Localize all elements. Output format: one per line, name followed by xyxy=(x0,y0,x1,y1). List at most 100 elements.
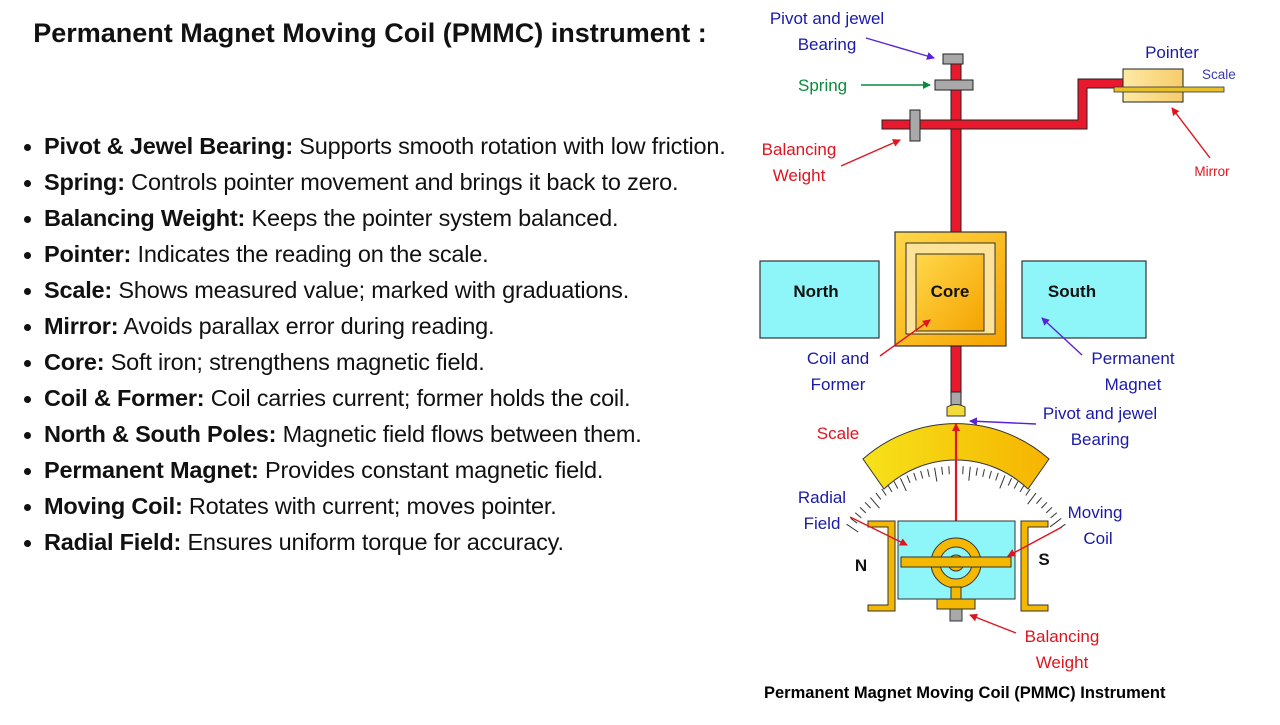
scale-tick xyxy=(1026,489,1030,496)
shaft-lower xyxy=(951,346,961,394)
scale-tick xyxy=(983,469,985,477)
scale-tick xyxy=(996,473,999,481)
label-pointer: Pointer xyxy=(1145,43,1199,62)
coil-base xyxy=(937,599,975,609)
label-pivot-top-1: Pivot and jewel xyxy=(770,9,884,28)
list-item-term: Pointer: xyxy=(44,241,131,267)
scale-tick xyxy=(1028,493,1036,504)
diagram-caption: Permanent Magnet Moving Coil (PMMC) Inst… xyxy=(764,684,1166,703)
list-item: Spring: Controls pointer movement and br… xyxy=(44,164,774,200)
list-item-desc: Controls pointer movement and brings it … xyxy=(125,169,678,195)
list-item-term: Coil & Former: xyxy=(44,385,204,411)
list-item-term: Radial Field: xyxy=(44,529,181,555)
arrow-mirror xyxy=(1172,108,1210,158)
label-coil-former-1: Coil and xyxy=(807,349,869,368)
list-item-desc: Ensures uniform torque for accuracy. xyxy=(181,529,564,555)
list-item: Pointer: Indicates the reading on the sc… xyxy=(44,236,774,272)
list-item-term: Balancing Weight: xyxy=(44,205,245,231)
pivot-bearing-bottom xyxy=(947,405,965,417)
scale-tick xyxy=(865,502,871,508)
list-item: Scale: Shows measured value; marked with… xyxy=(44,272,774,308)
pivot-bearing-top xyxy=(943,54,963,64)
scale-tick xyxy=(921,471,923,479)
label-radial-2: Field xyxy=(804,514,841,533)
list-item-desc: Shows measured value; marked with gradua… xyxy=(112,277,629,303)
list-item-desc: Indicates the reading on the scale. xyxy=(131,241,488,267)
balancing-weight-top xyxy=(910,110,920,141)
scale-tick xyxy=(989,471,991,479)
list-item: Coil & Former: Coil carries current; for… xyxy=(44,380,774,416)
arrow-balancing-top xyxy=(841,140,900,166)
list-item-desc: Provides constant magnetic field. xyxy=(259,457,604,483)
label-moving-coil-2: Coil xyxy=(1083,529,1112,548)
list-item-desc: Soft iron; strengthens magnetic field. xyxy=(104,349,484,375)
list-item-term: North & South Poles: xyxy=(44,421,276,447)
scale-tick xyxy=(907,475,910,482)
scale-tick xyxy=(1008,478,1011,485)
list-item: Permanent Magnet: Provides constant magn… xyxy=(44,452,774,488)
scale-tick xyxy=(1041,502,1047,508)
scale-tick xyxy=(1000,475,1005,488)
component-list: Pivot & Jewel Bearing: Supports smooth r… xyxy=(20,128,774,560)
arrow-pivot-bottom xyxy=(970,421,1036,424)
list-item-term: Pivot & Jewel Bearing: xyxy=(44,133,293,159)
coil-stem xyxy=(951,587,961,599)
label-balancing-top-2: Weight xyxy=(773,166,826,185)
scale-strip xyxy=(1114,87,1224,92)
scale-tick xyxy=(914,473,917,481)
list-item-term: Spring: xyxy=(44,169,125,195)
label-perm-magnet-2: Magnet xyxy=(1105,375,1162,394)
list-item-desc: Magnetic field flows between them. xyxy=(276,421,641,447)
label-balancing-bottom-2: Weight xyxy=(1036,653,1089,672)
arrow-pivot-top xyxy=(866,38,934,58)
scale-tick xyxy=(935,468,937,482)
label-scale-small: Scale xyxy=(1202,67,1236,82)
scale-tick xyxy=(847,524,859,532)
scale-tick xyxy=(1050,518,1061,526)
list-item-desc: Coil carries current; former holds the c… xyxy=(204,385,630,411)
list-item-term: Mirror: xyxy=(44,313,118,339)
list-item-desc: Avoids parallax error during reading. xyxy=(118,313,494,339)
scale-tick xyxy=(976,468,977,476)
label-mirror: Mirror xyxy=(1194,164,1230,179)
text-panel: Permanent Magnet Moving Coil (PMMC) inst… xyxy=(0,0,750,720)
list-item: Balancing Weight: Keeps the pointer syst… xyxy=(44,200,774,236)
label-s: S xyxy=(1038,550,1049,569)
label-spring: Spring xyxy=(798,76,847,95)
balancing-weight-bottom xyxy=(950,609,962,621)
label-south: South xyxy=(1048,282,1096,301)
list-item: Pivot & Jewel Bearing: Supports smooth r… xyxy=(44,128,774,164)
scale-tick xyxy=(1014,481,1018,488)
list-item-desc: Keeps the pointer system balanced. xyxy=(245,205,618,231)
scale-tick xyxy=(860,507,866,512)
label-n: N xyxy=(855,556,867,575)
scale-tick xyxy=(900,478,906,491)
list-item: Mirror: Avoids parallax error during rea… xyxy=(44,308,774,344)
scale-tick xyxy=(1020,485,1024,492)
scale-tick xyxy=(870,498,879,509)
list-item-desc: Supports smooth rotation with low fricti… xyxy=(293,133,726,159)
pmmc-diagram-svg: Pivot and jewel Bearing Spring Balancing… xyxy=(750,0,1280,720)
pmmc-diagram: Pivot and jewel Bearing Spring Balancing… xyxy=(750,0,1280,720)
label-moving-coil-1: Moving xyxy=(1068,503,1123,522)
list-item: Core: Soft iron; strengthens magnetic fi… xyxy=(44,344,774,380)
label-balancing-top-1: Balancing xyxy=(762,140,837,159)
page-title: Permanent Magnet Moving Coil (PMMC) inst… xyxy=(0,14,740,52)
scale-tick xyxy=(876,493,881,499)
list-item-term: Core: xyxy=(44,349,104,375)
label-radial-1: Radial xyxy=(798,488,846,507)
spring xyxy=(935,80,973,90)
list-item-desc: Rotates with current; moves pointer. xyxy=(183,493,557,519)
label-pivot-bottom-2: Bearing xyxy=(1071,430,1130,449)
label-coil-former-2: Former xyxy=(811,375,866,394)
arrow-moving-coil xyxy=(1008,527,1062,556)
scale-tick xyxy=(888,485,892,492)
label-perm-magnet-1: Permanent xyxy=(1091,349,1174,368)
list-item: North & South Poles: Magnetic field flow… xyxy=(44,416,774,452)
n-pole-bracket xyxy=(868,521,895,611)
label-scale: Scale xyxy=(817,424,860,443)
pointer-box xyxy=(1123,69,1183,102)
list-item: Radial Field: Ensures uniform torque for… xyxy=(44,524,774,560)
scale-tick xyxy=(855,513,861,518)
list-item-term: Moving Coil: xyxy=(44,493,183,519)
